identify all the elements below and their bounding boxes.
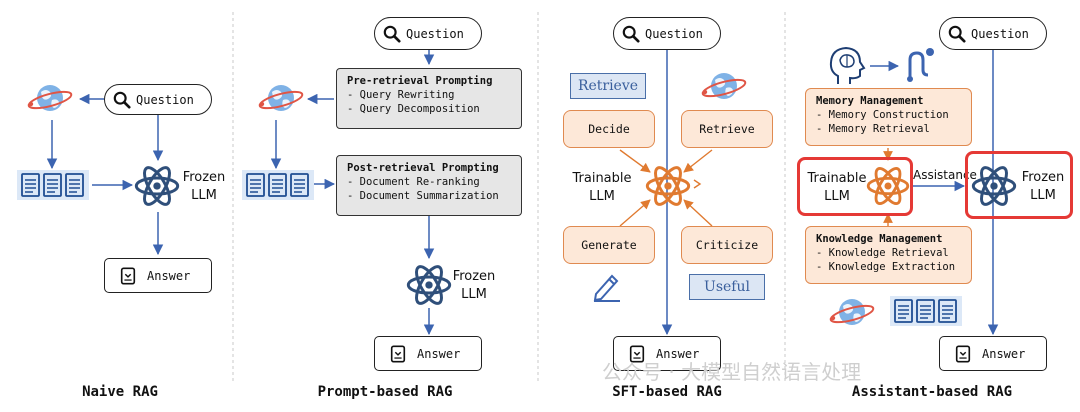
question-label: Question xyxy=(971,26,1029,41)
trainable-text: Trainable xyxy=(572,171,632,186)
question-pill[interactable]: Question xyxy=(939,17,1047,50)
retrieve-token-tag: Retrieve xyxy=(570,73,646,99)
llm-text: LLM xyxy=(589,189,615,204)
answer-label: Answer xyxy=(656,346,700,361)
answer-label: Answer xyxy=(982,346,1026,361)
trainable-llm-label: Trainable LLM xyxy=(802,170,872,206)
llm-text: LLM xyxy=(824,189,850,204)
web-globe-icon xyxy=(257,78,307,118)
query-decomposition-item: - Query Decomposition xyxy=(347,103,480,115)
answer-label: Answer xyxy=(147,268,191,283)
frozen-text: Frozen xyxy=(1021,170,1065,185)
assistance-label: Assistance xyxy=(913,168,977,182)
search-icon xyxy=(383,25,401,43)
knowledge-retrieval-item: - Knowledge Retrieval xyxy=(816,247,949,259)
document-icon xyxy=(389,344,407,364)
atom-llm-icon xyxy=(971,163,1017,209)
panel-title-prompt: Prompt-based RAG xyxy=(317,384,453,400)
llm-text: LLM xyxy=(1030,188,1056,203)
retrieve-box: Retrieve xyxy=(681,110,773,148)
atom-llm-icon xyxy=(866,164,910,208)
documents-icon xyxy=(242,170,314,200)
answer-box[interactable]: Answer xyxy=(613,336,721,371)
document-icon xyxy=(954,344,972,364)
pencil-icon xyxy=(593,274,620,302)
knowledge-management-box: Knowledge Management - Knowledge Retriev… xyxy=(805,226,972,284)
frozen-text: Frozen xyxy=(182,170,226,185)
web-globe-icon xyxy=(828,292,878,332)
panel-dividers xyxy=(232,12,786,382)
frozen-llm-label: Frozen LLM xyxy=(448,268,500,304)
atom-llm-icon xyxy=(134,163,180,209)
atom-llm-icon xyxy=(406,262,452,308)
frozen-llm-label: Frozen LLM xyxy=(1018,169,1068,205)
post-retrieval-title: Post-retrieval Prompting xyxy=(347,162,499,174)
memory-management-title: Memory Management xyxy=(816,95,924,107)
memory-construction-item: - Memory Construction xyxy=(816,109,949,121)
frozen-llm-label: Frozen LLM xyxy=(180,169,228,205)
search-icon xyxy=(113,91,131,109)
web-globe-icon xyxy=(26,78,76,118)
answer-label: Answer xyxy=(417,346,461,361)
document-reranking-item: - Document Re-ranking xyxy=(347,176,480,188)
knowledge-management-title: Knowledge Management xyxy=(816,233,943,245)
question-label: Question xyxy=(136,92,194,107)
knowledge-extraction-item: - Knowledge Extraction xyxy=(816,261,956,273)
web-globe-icon xyxy=(700,66,750,106)
frozen-llm-highlight xyxy=(965,151,1073,219)
question-pill[interactable]: Question xyxy=(104,84,212,115)
watermark-text: 公众号 · 大模型自然语言处理 xyxy=(602,360,862,384)
question-label: Question xyxy=(645,26,703,41)
decide-box: Decide xyxy=(563,110,655,148)
useful-token-tag: Useful xyxy=(689,274,765,300)
answer-box[interactable]: Answer xyxy=(374,336,482,371)
document-icon xyxy=(119,266,137,286)
memory-retrieval-item: - Memory Retrieval xyxy=(816,123,930,135)
documents-icon xyxy=(890,296,962,326)
question-pill[interactable]: Question xyxy=(374,17,482,50)
document-summarization-item: - Document Summarization xyxy=(347,190,499,202)
pre-retrieval-title: Pre-retrieval Prompting xyxy=(347,75,493,87)
llm-text: LLM xyxy=(461,287,487,302)
question-label: Question xyxy=(406,26,464,41)
panel-title-sft: SFT-based RAG xyxy=(612,384,722,400)
memory-management-box: Memory Management - Memory Construction … xyxy=(805,88,972,146)
atom-llm-icon xyxy=(645,163,691,209)
panel-title-naive: Naive RAG xyxy=(82,384,158,400)
question-pill[interactable]: Question xyxy=(613,17,721,50)
trainable-llm-highlight xyxy=(797,157,913,216)
trainable-llm-label: Trainable LLM xyxy=(566,170,638,206)
query-rewriting-item: - Query Rewriting xyxy=(347,89,455,101)
frozen-text: Frozen xyxy=(452,269,496,284)
llm-text: LLM xyxy=(191,188,217,203)
panel-title-assistant: Assistant-based RAG xyxy=(851,384,1013,400)
trainable-text: Trainable xyxy=(807,171,867,186)
pre-retrieval-prompting-box: Pre-retrieval Prompting - Query Rewritin… xyxy=(336,68,522,129)
answer-box[interactable]: Answer xyxy=(939,336,1047,371)
memory-path-icon xyxy=(907,48,934,82)
generate-box: Generate xyxy=(563,226,655,264)
post-retrieval-prompting-box: Post-retrieval Prompting - Document Re-r… xyxy=(336,155,522,216)
documents-icon xyxy=(17,170,89,200)
criticize-box: Criticize xyxy=(681,226,773,264)
brain-head-icon xyxy=(829,46,866,84)
search-icon xyxy=(622,25,640,43)
search-icon xyxy=(948,25,966,43)
answer-box[interactable]: Answer xyxy=(104,258,212,293)
